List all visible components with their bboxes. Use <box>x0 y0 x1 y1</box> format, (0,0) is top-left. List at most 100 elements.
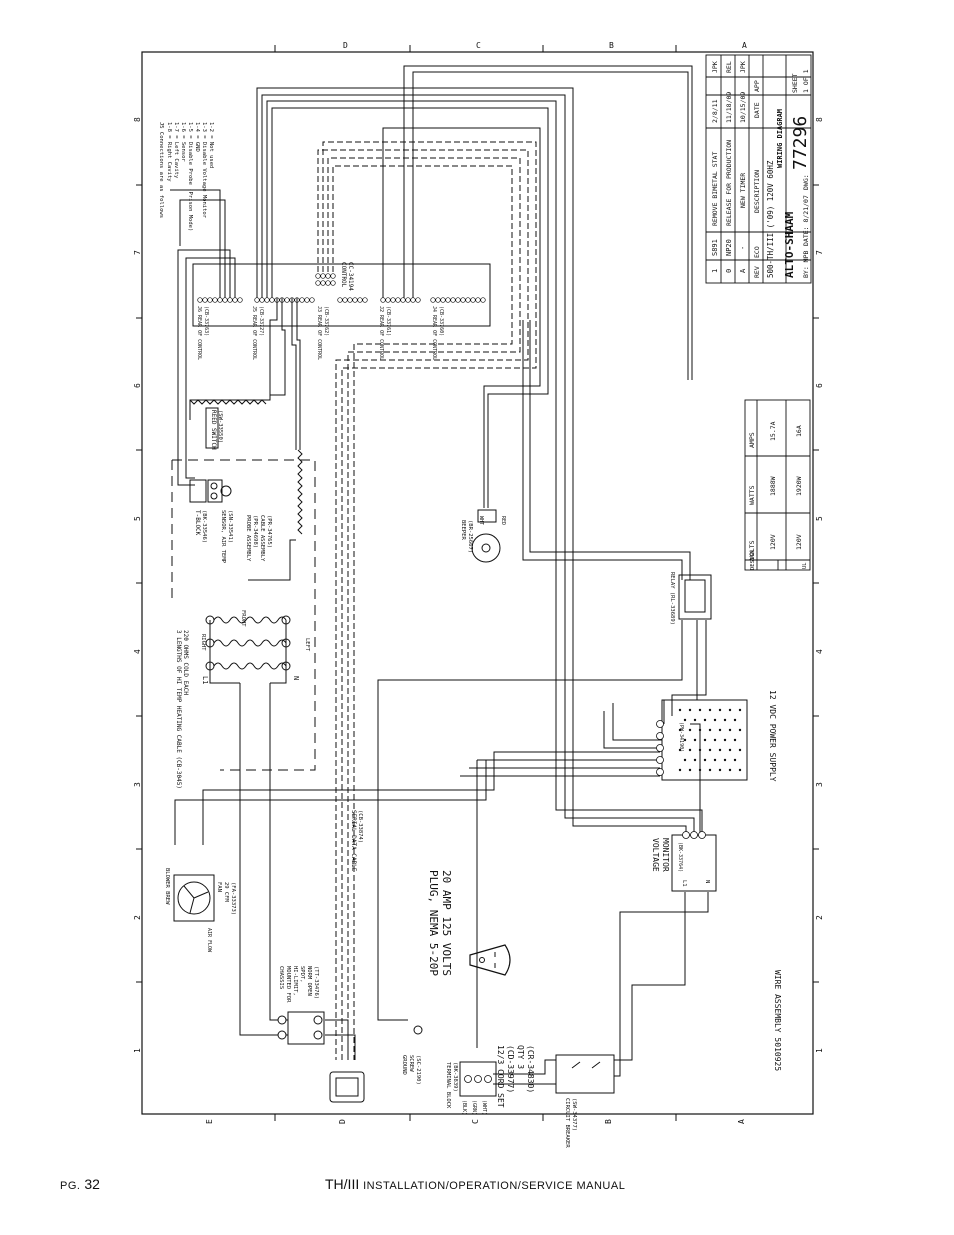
j5-note-line-4: 1-6 = Sensor <box>180 122 186 162</box>
grid-number-left-7: 7 <box>133 250 142 255</box>
hi-limit-terminal-3 <box>313 1015 323 1025</box>
grid-letter-bottom-4: B <box>604 1119 613 1124</box>
cable-assembly-part: (PR-34765) <box>266 515 272 548</box>
rev-header-description: DESCRIPTION <box>753 170 761 213</box>
sensor-icon <box>220 485 232 497</box>
title-dwg-label: DWG: <box>802 174 810 190</box>
beeper-part: (BR-25667) <box>467 520 473 553</box>
circuit-breaker-label: CIRCUIT BREAKER <box>564 1098 570 1148</box>
rev-header-eco: ECO <box>753 246 761 258</box>
j2-label: J2 REAR OF CONTROL <box>378 306 384 360</box>
title-dwg-number: 77296 <box>790 116 811 170</box>
relay-inner <box>684 579 706 613</box>
beeper-red: RED <box>500 516 506 525</box>
title-block <box>705 54 812 284</box>
serial-connector-inner <box>335 1077 359 1097</box>
terminal-block-label: TERMINAL BLOCK <box>445 1062 451 1109</box>
probe-label: PROBE ASSEMBLY <box>245 515 251 562</box>
ground-label-1: GROUND <box>401 1055 407 1075</box>
wire-assembly-label: WIRE ASSEMBLY 5010925 <box>773 970 782 1071</box>
rev-a-app: JPK <box>739 61 747 73</box>
rev-header-rev: REV <box>753 266 761 278</box>
grid-number-right-7: 7 <box>815 250 824 255</box>
rev-1-eco: S891 <box>711 239 719 256</box>
plug-label-1: PLUG, NEMA 5-20P <box>427 870 440 976</box>
hi-limit-label-1: CHASSIS <box>278 966 284 989</box>
relay-label: RELAY (RL-33689) <box>669 572 675 625</box>
fan-label-1: BLOWER BREW <box>164 868 170 905</box>
serial-data-cable <box>317 141 537 1060</box>
voltage-monitor-label-1: VOLTAGE <box>651 838 660 872</box>
hi-limit-terminal-4 <box>313 1030 323 1040</box>
sensor-label: SENSOR, AIR TEMP <box>220 510 226 564</box>
voltage-monitor-terminals <box>682 831 706 839</box>
ratings-header-volts: VOLTS <box>748 540 756 560</box>
twisted-pair-probe <box>297 449 303 535</box>
j5-connection-note: J5 Connections are as follows 1-8 = Righ… <box>158 122 214 231</box>
rev-0-rev: 0 <box>725 269 733 273</box>
grid-number-right-6: 6 <box>815 383 824 388</box>
border-ticks <box>136 45 819 1121</box>
grid-number-left-1: 1 <box>133 1048 142 1053</box>
ground-label-2: SCREW <box>408 1055 414 1072</box>
j3-label: J3 REAR OF CONTROL <box>316 306 322 360</box>
t-block-body <box>189 479 207 503</box>
cable-assembly-label: CABLE ASSEMBLY <box>259 515 265 562</box>
grid-number-right-1: 1 <box>815 1048 824 1053</box>
power-supply-body <box>661 699 748 781</box>
grid-number-left-6: 6 <box>133 383 142 388</box>
title-model: 500-TH/III ('09) 120V 60HZ <box>766 160 775 278</box>
t-block-body-2 <box>207 479 223 503</box>
grid-number-left-5: 5 <box>133 516 142 521</box>
grid-number-left-3: 3 <box>133 782 142 787</box>
rev-0-app: REL <box>725 61 733 73</box>
voltage-monitor-part: (BK-33764) <box>677 842 683 872</box>
title-brand: ALTO-SHAAM <box>783 211 796 278</box>
hi-limit-part: (TT-33476) <box>313 966 319 999</box>
plug-icon <box>469 944 511 976</box>
heating-n: N <box>292 676 300 680</box>
j5-note-line-5: 1-5 = Disable Probe (Prison Mode) <box>187 122 193 231</box>
title-sheet-value: 1 OF 1 <box>802 69 810 93</box>
power-supply-terminals <box>656 720 664 776</box>
rev-1-date: 2/8/11 <box>711 99 719 123</box>
beeper-connector <box>477 509 497 523</box>
rev-0-description: RELEASE FOR PRODUCTION <box>725 140 733 226</box>
reed-switch-part: (SW-33550) <box>217 410 223 443</box>
rev-header-app: APP <box>753 80 761 92</box>
sensor-part: (SN-33541) <box>227 510 233 543</box>
fan-body <box>173 874 215 922</box>
grid-letter-top-3: B <box>609 41 614 50</box>
ratings-header-watts: WATTS <box>748 485 756 505</box>
beeper-wht: WHT <box>478 516 484 525</box>
ratings-row1-volts: 120V <box>769 534 777 550</box>
circuit-breaker-part: (SW-34377) <box>571 1098 577 1131</box>
rev-a-description: NEW TIMER <box>739 173 747 208</box>
heating-elements <box>205 615 291 671</box>
terminal-grn: (GRN) <box>471 1100 477 1115</box>
j5-label: J5 REAR OF CONTROL <box>251 306 257 360</box>
cord-label-3: QTY 3 <box>516 1045 525 1069</box>
twisted-pair-reed <box>189 399 267 405</box>
grid-number-right-2: 2 <box>815 915 824 920</box>
hi-limit-terminal-1 <box>277 1015 287 1025</box>
grid-number-left-4: 4 <box>133 649 142 654</box>
ground-part: (SC-2190) <box>415 1055 421 1085</box>
circuit-breaker-contacts <box>571 1061 601 1069</box>
j5-note-line-2: 1-8 = Right Cavity <box>166 122 172 182</box>
terminal-wht: (WHT) <box>481 1100 487 1115</box>
ratings-design-label: DESIGN <box>750 550 756 570</box>
grid-letter-top-4: A <box>742 41 747 50</box>
j5-note-line-1: J5 Connections are as follows <box>158 122 164 218</box>
revision-table: 1 S891 REMOVE BIMETAL STAT 2/8/11 JPK 0 … <box>711 61 761 278</box>
ratings-header-amps: AMPS <box>748 432 756 448</box>
grid-letter-top-1: D <box>343 41 348 50</box>
grid-number-right-4: 4 <box>815 649 824 654</box>
ratings-row1-watts: 1888W <box>769 476 777 496</box>
hi-limit-label-4: SPDT, <box>299 966 305 983</box>
heating-left: LEFT <box>304 638 310 652</box>
rev-0-date: 11/18/09 <box>725 92 733 123</box>
control-board <box>192 263 491 327</box>
power-supply-part: (PW-34190) <box>678 722 684 752</box>
ratings-row2-volts: 120V <box>795 534 803 550</box>
